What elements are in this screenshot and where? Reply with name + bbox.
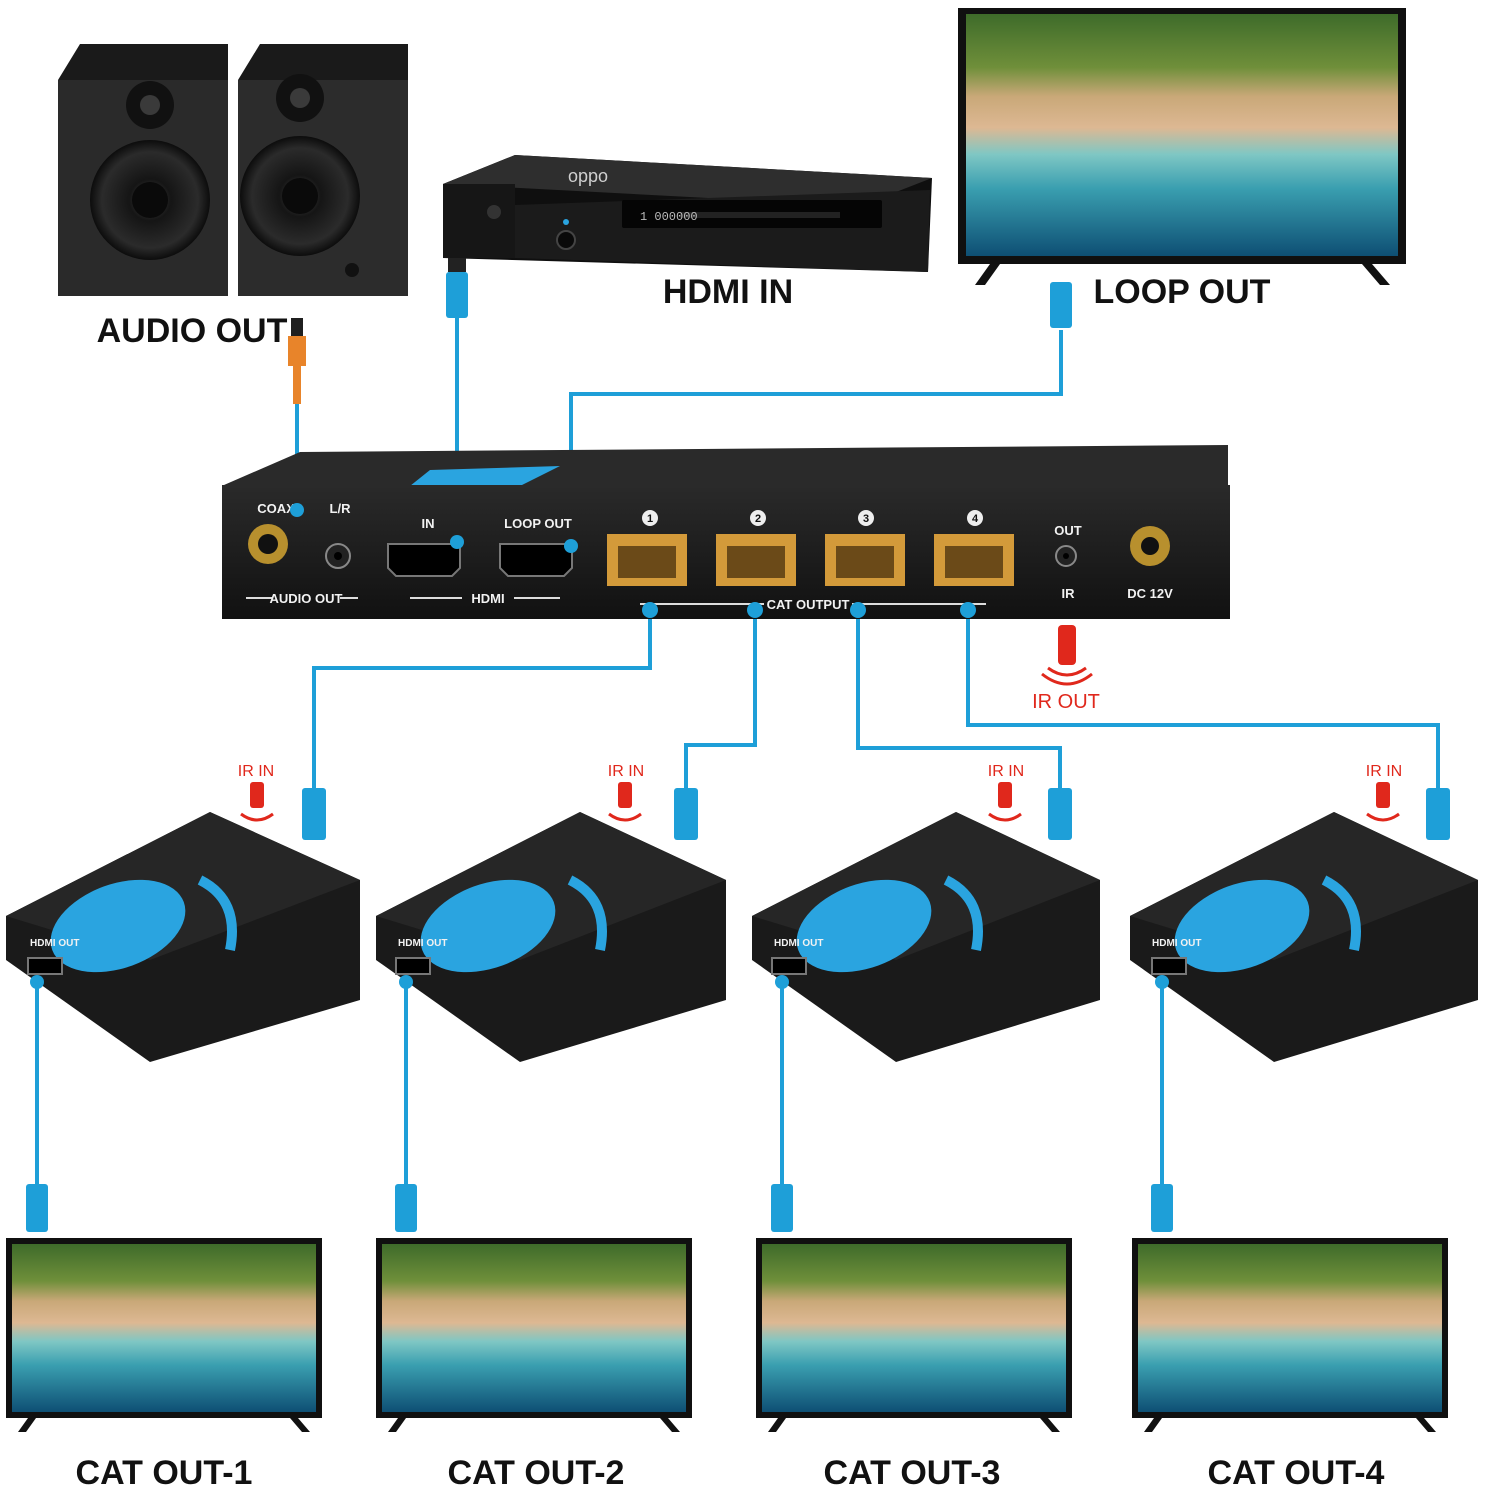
- port-1-number: 1: [647, 513, 653, 525]
- port-2-number: 2: [755, 513, 761, 525]
- tv-2-caption: CAT OUT-2: [448, 1454, 625, 1490]
- bluray-player-image: [443, 155, 932, 272]
- splitter-ir-label: IR: [1062, 586, 1076, 601]
- player-caption: HDMI IN: [663, 273, 793, 311]
- port-3-number: 3: [863, 513, 869, 525]
- receiver-3-ir-label: IR IN: [988, 763, 1024, 780]
- tv-4-caption: CAT OUT-4: [1208, 1454, 1385, 1490]
- player-display: 1 000000: [640, 210, 698, 224]
- tv-4-image: [1132, 1238, 1448, 1432]
- splitter-lr-label: L/R: [330, 501, 352, 516]
- splitter-dc-label: DC 12V: [1127, 586, 1173, 601]
- speakers-image: [58, 44, 408, 296]
- tv-1-caption: CAT OUT-1: [76, 1454, 253, 1490]
- splitter-hdmi-label: HDMI: [471, 591, 504, 606]
- receiver-4-ir-label: IR IN: [1366, 763, 1402, 780]
- speakers-caption: AUDIO OUT: [97, 312, 288, 350]
- loop-tv-caption: LOOP OUT: [1094, 273, 1271, 311]
- receiver-2-ir-label: IR IN: [608, 763, 644, 780]
- tv-1-image: [6, 1238, 322, 1432]
- receiver-4-hdmi-label: HDMI OUT: [1152, 938, 1201, 949]
- tv-2-image: [376, 1238, 692, 1432]
- hdmi-plug-icon: [26, 1184, 1173, 1232]
- splitter-unit: [222, 445, 1230, 619]
- receiver-4: [1130, 782, 1478, 1062]
- splitter-in-label: IN: [422, 516, 435, 531]
- ir-emitter-icon: [1041, 625, 1093, 686]
- receiver-1-hdmi-label: HDMI OUT: [30, 938, 79, 949]
- receiver-3-hdmi-label: HDMI OUT: [774, 938, 823, 949]
- splitter-coax-label: COAX: [257, 501, 295, 516]
- tv-3-image: [756, 1238, 1072, 1432]
- loop-tv-image: [958, 8, 1406, 285]
- rca-plug-icon: [288, 318, 306, 404]
- receiver-2: [376, 782, 726, 1062]
- receiver-1: [6, 782, 360, 1062]
- ir-out-label: IR OUT: [1032, 691, 1100, 713]
- hdmi-plug-icon: [446, 258, 1072, 328]
- cable-junctions: [290, 503, 976, 618]
- tv-3-caption: CAT OUT-3: [824, 1454, 1001, 1490]
- receiver-1-ir-label: IR IN: [238, 763, 274, 780]
- splitter-audio-out-label: AUDIO OUT: [270, 591, 343, 606]
- port-4-number: 4: [972, 513, 979, 525]
- splitter-out-label: OUT: [1054, 523, 1082, 538]
- player-brand: oppo: [568, 166, 608, 186]
- receiver-3: [752, 782, 1100, 1062]
- splitter-loop-out-label: LOOP OUT: [504, 516, 572, 531]
- splitter-port-numbers: [642, 510, 983, 526]
- splitter-cat-output-label: CAT OUTPUT: [767, 597, 850, 612]
- receiver-2-hdmi-label: HDMI OUT: [398, 938, 447, 949]
